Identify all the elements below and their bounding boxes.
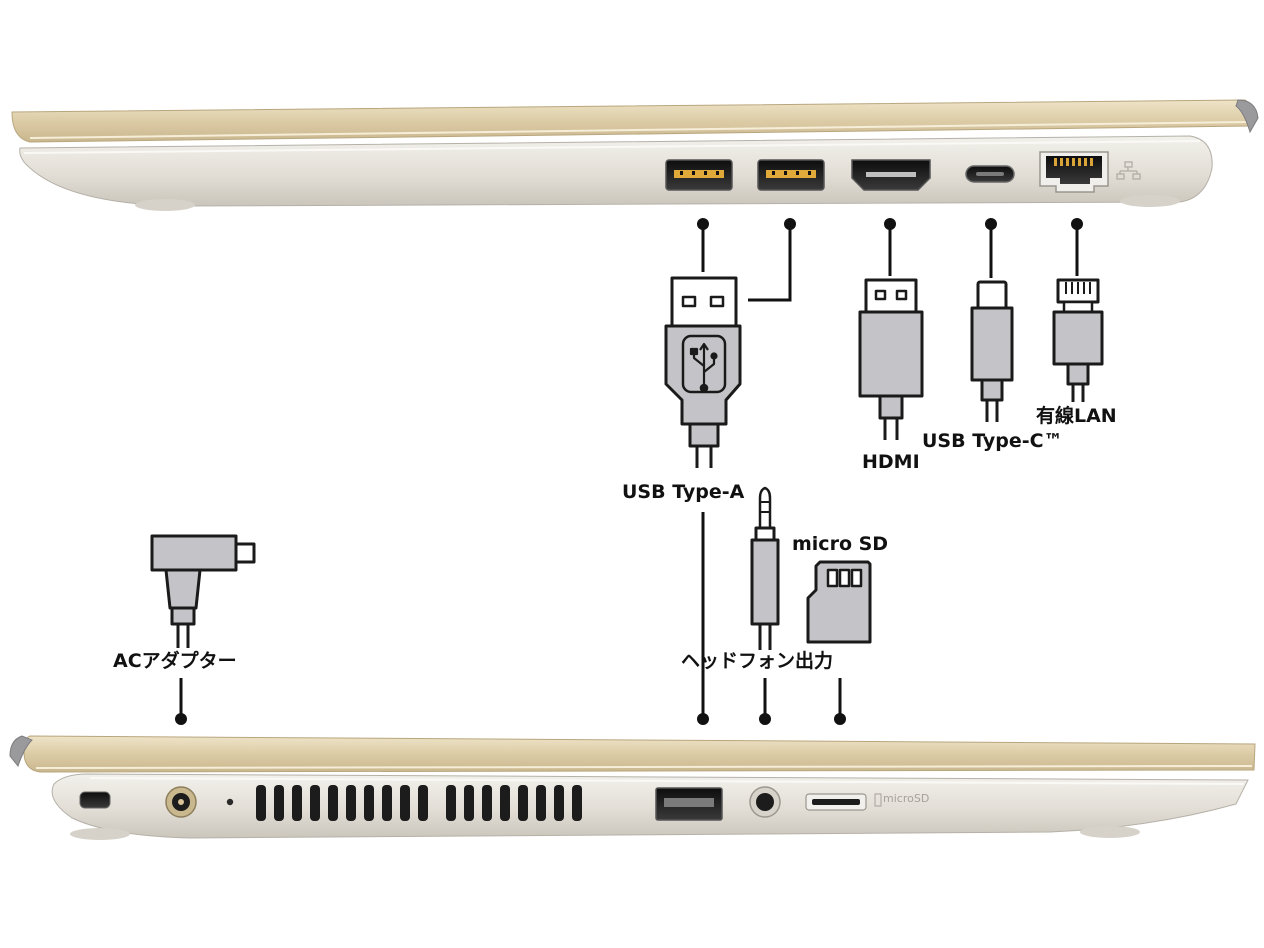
leader-dots-bottom	[175, 713, 846, 725]
headphone-plug	[750, 486, 780, 650]
ethernet-network-icon	[1116, 161, 1141, 180]
security-lock-slot	[79, 791, 111, 809]
lan-connector	[1052, 278, 1104, 402]
ac-adapter-plug	[150, 534, 256, 648]
label-hdmi: HDMI	[862, 451, 920, 473]
usb-c-connector	[970, 280, 1014, 422]
usb-a-port-2	[757, 159, 825, 191]
hdmi-port	[851, 159, 931, 191]
micro-sd-slot	[805, 793, 867, 811]
usb-a-port-1	[665, 159, 733, 191]
label-usb-type-a: USB Type-A	[622, 481, 745, 503]
usb-trident-icon	[681, 334, 727, 394]
micro-sd-card-icon	[806, 560, 872, 644]
label-lan: 有線LAN	[1036, 405, 1117, 427]
vent-grille	[256, 785, 582, 821]
micro-sd-slot-print: microSD	[883, 792, 930, 805]
lan-port	[1039, 151, 1109, 193]
leader-lines-bottom	[179, 678, 842, 716]
power-indicator	[226, 798, 234, 806]
label-micro-sd: micro SD	[792, 533, 889, 555]
hinge-bottom	[9, 735, 33, 768]
laptop-left-side	[9, 735, 1256, 840]
leader-lines-top	[701, 226, 1079, 302]
headphone-jack	[749, 786, 781, 818]
label-headphone: ヘッドフォン出力	[681, 650, 834, 672]
label-ac-adapter: ACアダプター	[113, 650, 237, 672]
leader-dots-top	[697, 218, 1083, 230]
label-usb-type-c: USB Type-C™	[922, 430, 1063, 452]
hinge	[1235, 99, 1259, 134]
laptop-right-side	[11, 99, 1259, 211]
hdmi-connector	[858, 278, 924, 440]
usb-a-port-left	[655, 787, 723, 821]
usb-a-connector	[664, 276, 742, 468]
dc-in-jack	[165, 786, 197, 818]
